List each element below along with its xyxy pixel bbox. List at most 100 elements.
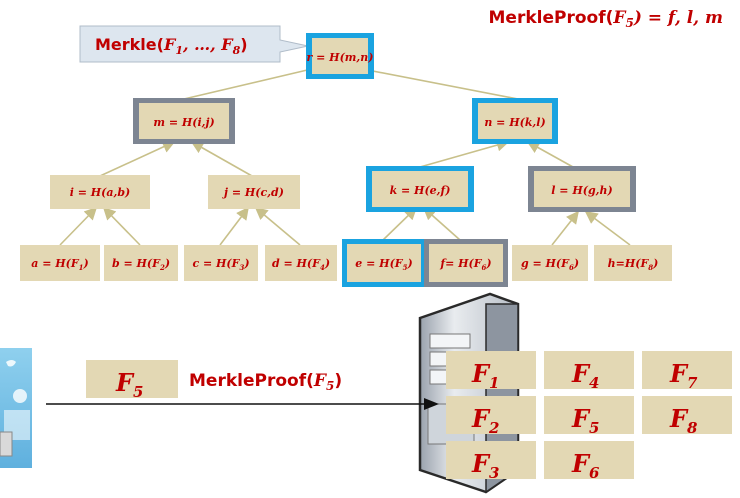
node-root: r = H(m,n) [306,33,374,79]
node-l-label: l = H(g,h) [551,184,612,197]
leaf-e-post: ) [406,257,412,270]
svg-text:F5: F5 [115,368,143,401]
svg-text:h=H(F8): h=H(F8) [608,257,659,272]
leaf-b-sub: 2 [159,263,165,272]
node-m-label: m = H(i,j) [153,116,214,129]
node-j-label: j = H(c,d) [222,186,284,199]
transfer-file-sym: F [115,368,135,397]
leaf-a-pre: a = H( [31,257,71,270]
svg-text:F3: F3 [471,449,499,482]
server-files: F1 F4 F7 F2 F5 F8 F3 F6 [446,351,732,482]
transfer-file: F5 [86,360,178,401]
node-k-label: k = H(e,f) [390,184,451,197]
server-file-8: F8 [642,396,732,437]
server-file-4: F4 [544,351,634,392]
leaf-b: b = H(F2) [104,245,178,281]
leaf-c-sym: F [231,257,241,270]
node-i-label: i = H(a,b) [70,186,131,199]
leaf-d-pre: d = H( [272,257,313,270]
leaf-e-sym: F [394,257,404,270]
node-n: n = H(k,l) [472,98,558,144]
svg-text:g = H(F6): g = H(F6) [521,257,579,272]
leaf-e-pre: e = H( [355,257,395,270]
proof-title-sub: 5 [625,16,633,30]
leaf-f: f= H(F6) [424,239,508,287]
svg-text:F1: F1 [471,359,499,392]
leaf-c-pre: c = H( [192,257,232,270]
leaf-a-sub: 1 [79,263,84,272]
node-j: j = H(c,d) [208,175,300,209]
svg-text:a = H(F1): a = H(F1) [31,257,89,272]
proof-title-suffix: ) = f, l, m [633,8,723,28]
leaf-a: a = H(F1) [20,245,100,281]
leaf-h-post: ) [652,257,658,270]
node-root-label: r = H(m,n) [307,51,374,64]
node-i: i = H(a,b) [50,175,150,209]
leaf-c: c = H(F3) [184,245,258,281]
proof-title-sym: F [612,8,627,28]
leaf-g-post: ) [573,257,579,270]
callout-sym1: F [163,35,177,54]
user-illustration [0,348,32,468]
transfer-file-sub: 5 [133,383,143,401]
leaf-h: h=H(F8) [594,245,672,281]
leaf-c-sub: 3 [239,263,244,272]
proof-title: MerkleProof(F5) = f, l, m [489,8,724,30]
svg-text:Merkle(F1, …, F8): Merkle(F1, …, F8) [95,35,248,57]
leaf-f-sym: F [473,257,483,270]
callout-sub1: 1 [175,44,183,57]
leaf-f-pre: f= H( [439,257,474,270]
leaf-d-sym: F [311,257,321,270]
leaf-b-post: ) [164,257,170,270]
merkle-callout: Merkle(F1, …, F8) [79,25,309,63]
svg-text:d = H(F4): d = H(F4) [272,257,330,272]
leaf-g-sym: F [560,257,570,270]
node-k: k = H(e,f) [366,166,474,212]
svg-text:F6: F6 [571,449,600,482]
server-file-5: F5 [544,396,634,437]
callout-suffix: ) [240,35,247,54]
node-n-label: n = H(k,l) [484,116,545,129]
leaf-d-post: ) [324,257,330,270]
svg-text:b = H(F2): b = H(F2) [112,257,170,272]
leaf-b-pre: b = H( [112,257,153,270]
callout-prefix: Merkle( [95,35,164,54]
server-file-2: F2 [446,396,536,437]
svg-text:F8: F8 [669,404,698,437]
leaf-h-pre: h=H( [608,257,642,270]
svg-text:F7: F7 [669,359,698,392]
leaf-d-sub: 4 [320,263,325,272]
svg-text:F4: F4 [571,359,599,392]
svg-text:F2: F2 [471,404,499,437]
leaf-g: g = H(F6) [512,245,588,281]
leaf-f-sub: 6 [482,263,487,272]
node-m: m = H(i,j) [133,98,235,144]
callout-sym2: F [220,35,234,54]
svg-text:f= H(F6): f= H(F6) [439,257,491,272]
leaf-g-sub: 6 [569,263,574,272]
leaf-d: d = H(F4) [265,245,337,281]
leaf-g-pre: g = H( [521,257,562,270]
leaf-b-sym: F [151,257,161,270]
leaf-h-sym: F [639,257,649,270]
server-file-7: F7 [642,351,732,392]
svg-text:F5: F5 [571,404,599,437]
tree-edges [59,62,631,246]
leaf-a-post: ) [83,257,89,270]
leaf-h-sub: 8 [648,263,653,272]
leaf-f-post: ) [485,257,491,270]
server-file-3: F3 [446,441,536,482]
proof-title-prefix: MerkleProof( [489,8,614,28]
leaf-e: e = H(F5) [342,239,426,287]
server-file-6: F6 [544,441,634,482]
leaf-a-sym: F [70,257,80,270]
callout-sub2: 8 [233,44,241,57]
svg-text:c = H(F3): c = H(F3) [192,257,249,272]
node-l: l = H(g,h) [528,166,636,212]
leaf-c-post: ) [243,257,249,270]
callout-mid: , …, [182,35,221,54]
server-file-1: F1 [446,351,536,392]
svg-text:e = H(F5): e = H(F5) [355,257,412,272]
transfer-proof-label: MerkleProof(F5) [189,371,342,393]
